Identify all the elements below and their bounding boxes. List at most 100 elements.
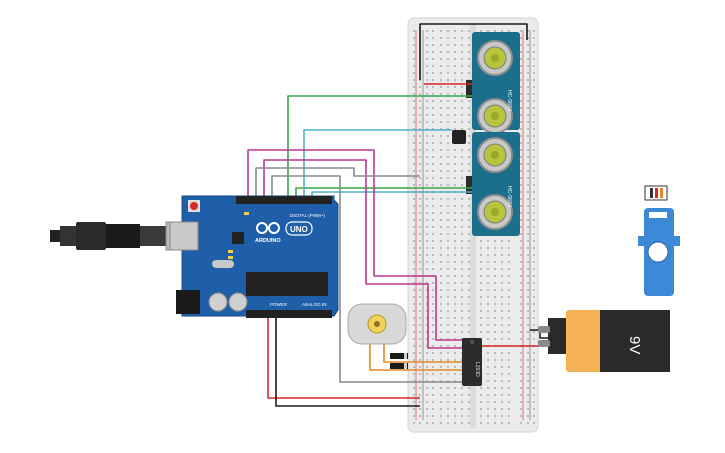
wire-gray-1[interactable] — [255, 167, 420, 196]
breadboard-hole — [440, 268, 442, 270]
breadboard-hole — [440, 233, 442, 235]
breadboard-hole — [440, 65, 442, 67]
wire-black-battery[interactable] — [530, 329, 548, 339]
breadboard-hole — [419, 338, 421, 340]
breadboard-hole — [480, 303, 482, 305]
breadboard-hole — [487, 373, 489, 375]
breadboard-hole — [527, 324, 529, 326]
breadboard-hole — [432, 310, 434, 312]
breadboard-hole — [520, 44, 522, 46]
breadboard-hole — [501, 289, 503, 291]
wire-black-gnd[interactable] — [275, 318, 420, 407]
breadboard-hole — [440, 37, 442, 39]
breadboard-hole — [520, 366, 522, 368]
breadboard-hole — [440, 184, 442, 186]
breadboard-hole — [533, 163, 535, 165]
breadboard-hole — [454, 205, 456, 207]
breadboard-hole — [440, 128, 442, 130]
breadboard-hole — [461, 72, 463, 74]
breadboard-hole — [432, 219, 434, 221]
breadboard-hole — [413, 37, 415, 39]
breadboard-hole — [468, 198, 470, 200]
breadboard-hole — [520, 100, 522, 102]
breadboard-hole — [454, 240, 456, 242]
breadboard-hole — [494, 324, 496, 326]
wire-green-1[interactable] — [287, 95, 472, 196]
breadboard-hole — [533, 58, 535, 60]
reset-button-icon[interactable] — [188, 200, 200, 212]
breadboard-hole — [468, 324, 470, 326]
dc-motor-icon[interactable] — [347, 303, 407, 345]
breadboard-hole — [440, 79, 442, 81]
wire-black-top[interactable] — [419, 23, 528, 80]
wire-cyan-2[interactable] — [311, 191, 472, 196]
wire-cyan-1[interactable] — [303, 129, 452, 196]
breadboard-hole — [447, 415, 449, 417]
diode-icon[interactable] — [390, 353, 408, 369]
breadboard-hole — [419, 408, 421, 410]
breadboard-hole — [520, 177, 522, 179]
breadboard-hole — [454, 303, 456, 305]
ultrasonic-sensor-1[interactable]: HC-SR04 — [466, 32, 520, 134]
breadboard-hole — [440, 394, 442, 396]
breadboard-hole — [440, 373, 442, 375]
breadboard-hole — [494, 380, 496, 382]
breadboard-hole — [447, 261, 449, 263]
breadboard-hole — [533, 198, 535, 200]
breadboard-hole — [508, 352, 510, 354]
breadboard-hole — [432, 58, 434, 60]
breadboard-hole — [432, 121, 434, 123]
transistor-component[interactable] — [452, 130, 466, 144]
breadboard-hole — [461, 324, 463, 326]
breadboard-hole — [419, 205, 421, 207]
breadboard-hole — [426, 93, 428, 95]
breadboard-hole — [494, 282, 496, 284]
arduino-model-label: UNO — [290, 225, 308, 234]
breadboard-hole — [527, 331, 529, 333]
breadboard-hole — [426, 261, 428, 263]
breadboard-hole — [520, 254, 522, 256]
breadboard-hole — [527, 380, 529, 382]
breadboard-hole — [480, 261, 482, 263]
breadboard-hole — [501, 30, 503, 32]
wire-magenta-2[interactable] — [263, 159, 462, 349]
breadboard-hole — [520, 303, 522, 305]
breadboard-hole — [468, 51, 470, 53]
breadboard-hole — [432, 303, 434, 305]
ultrasonic-sensor-2[interactable]: HC-SR04 — [466, 132, 520, 236]
motor-driver-chip[interactable]: L293D — [462, 338, 482, 386]
breadboard-hole — [426, 226, 428, 228]
breadboard-hole — [468, 331, 470, 333]
breadboard-hole — [419, 296, 421, 298]
breadboard-hole — [527, 317, 529, 319]
breadboard-hole — [527, 149, 529, 151]
breadboard-hole — [520, 184, 522, 186]
breadboard-hole — [447, 338, 449, 340]
wire-orange-2[interactable] — [383, 340, 462, 363]
wire-red-5v[interactable] — [267, 318, 420, 399]
wire-magenta-1[interactable] — [247, 149, 462, 341]
servo-motor-icon[interactable] — [638, 185, 680, 296]
breadboard-hole — [508, 366, 510, 368]
breadboard-hole — [520, 352, 522, 354]
breadboard-hole — [432, 177, 434, 179]
breadboard-hole — [454, 121, 456, 123]
breadboard-hole — [447, 226, 449, 228]
breadboard-hole — [468, 121, 470, 123]
breadboard-hole — [461, 156, 463, 158]
wire-orange-1[interactable] — [369, 340, 462, 371]
breadboard-hole — [520, 51, 522, 53]
breadboard-hole — [440, 30, 442, 32]
breadboard-hole — [527, 212, 529, 214]
breadboard-hole — [487, 408, 489, 410]
breadboard-hole — [461, 170, 463, 172]
battery-9v[interactable]: 9V — [538, 310, 670, 372]
breadboard-hole — [440, 324, 442, 326]
breadboard-hole — [501, 359, 503, 361]
arduino-uno-board[interactable]: ARDUINO UNO DIGITAL (PWM~) POWER ANALOG … — [169, 195, 339, 318]
breadboard-hole — [461, 422, 463, 424]
breadboard-hole — [520, 79, 522, 81]
wire-green-2[interactable] — [295, 187, 472, 196]
wire-gray-2[interactable] — [271, 175, 462, 383]
